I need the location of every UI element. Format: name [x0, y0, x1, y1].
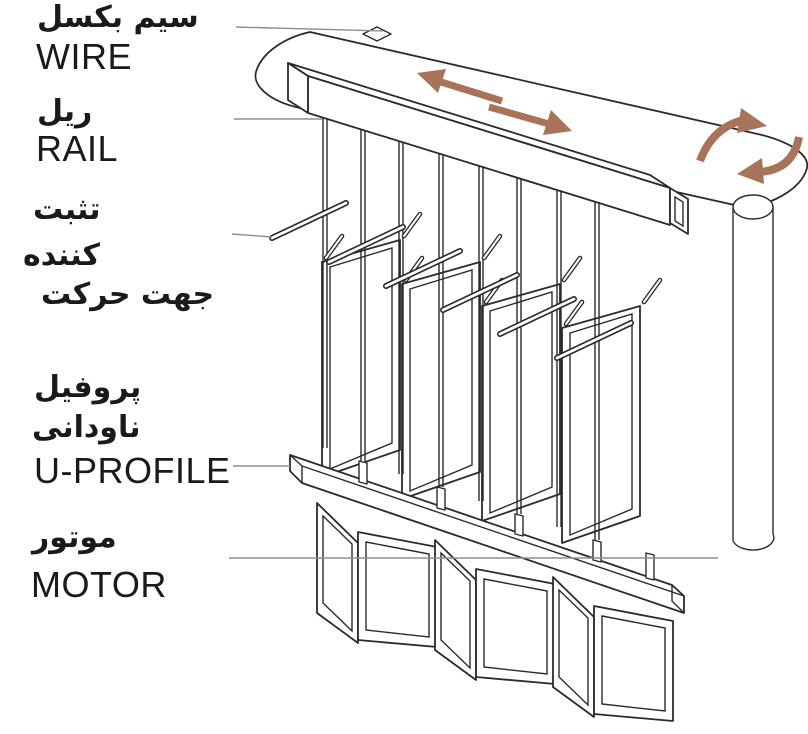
label-rail-fa: ریل [37, 94, 93, 129]
label-u-profile-en: U-PROFILE [34, 450, 231, 491]
rail-beam [287, 62, 689, 235]
support-post [732, 194, 775, 551]
label-motor-en: MOTOR [31, 564, 167, 605]
leader-lines [229, 26, 718, 559]
label-u-profile-fa-line2: ناودانی [32, 410, 141, 445]
wire-clip [362, 26, 392, 42]
label-wire-fa: سیم بکسل [37, 0, 199, 35]
rotation-arrows-icon [696, 108, 803, 184]
folded-panels [316, 502, 674, 722]
hanger-rods [322, 118, 600, 540]
label-u-profile-fa-line1: پروفیل [34, 370, 142, 405]
u-profile-channel [289, 454, 685, 614]
stabilizer-leader-line [231, 233, 273, 238]
label-stabilizer-fa-line2: کننده [23, 238, 100, 273]
wire-leader-line [235, 26, 384, 32]
label-motor-fa: موتور [32, 520, 117, 555]
label-rail-en: RAIL [36, 128, 119, 169]
label-stabilizer-fa-line3: جهت حرکت [41, 277, 215, 312]
hanging-panels [321, 239, 641, 544]
label-wire-en: WIRE [36, 36, 132, 77]
label-stabilizer-fa-line1: تثبت [33, 192, 101, 227]
slide-arrows-icon [417, 69, 572, 135]
direction-stabilizer-bars [269, 200, 634, 361]
